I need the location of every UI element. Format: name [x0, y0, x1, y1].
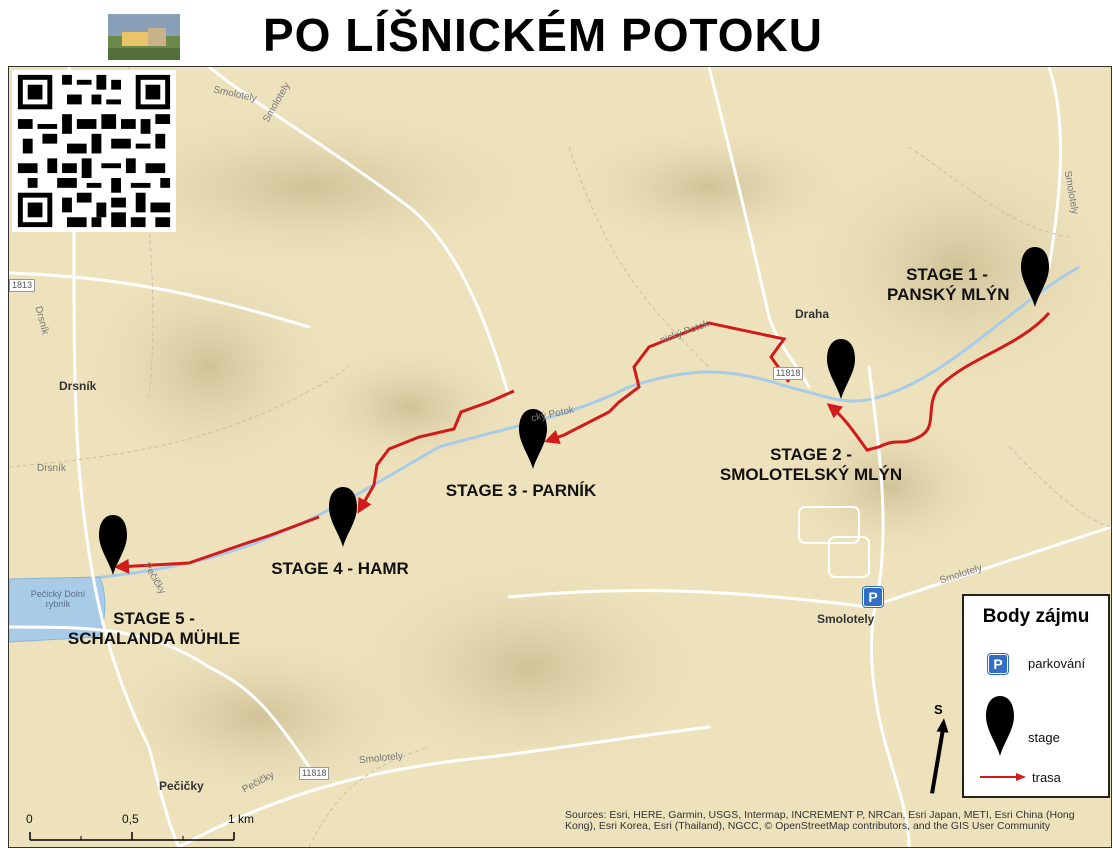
scale-tick-label: 1 km: [228, 812, 255, 826]
legend-title: Body zájmu: [982, 606, 1090, 627]
north-arrow: S: [928, 702, 952, 794]
map-canvas[interactable]: STAGE 1 -PANSKÝ MLÝN STAGE 2 -SMOLOTELSK…: [8, 66, 1112, 848]
north-arrow-label: S: [934, 702, 943, 717]
legend-route-label: trasa: [1032, 770, 1061, 785]
road-label: Drsník: [37, 463, 66, 474]
place-label-drsnik: Drsník: [59, 379, 97, 393]
road-number-shield: 11818: [773, 367, 804, 380]
place-label-draha: Draha: [795, 307, 830, 321]
legend-stage-label: stage: [1028, 730, 1060, 745]
stage-5-label: STAGE 5 -SCHALANDA MÜHLE: [67, 609, 241, 648]
stage-3-marker-icon[interactable]: [519, 409, 547, 469]
qr-code[interactable]: [12, 70, 176, 232]
legend-parking-label: parkování: [1028, 656, 1086, 671]
place-label-smolotely: Smolotely: [817, 612, 875, 626]
legend-stage-icon: [986, 696, 1014, 756]
header-photo-thumbnail: [108, 14, 180, 60]
stage-2-marker-icon[interactable]: [827, 339, 855, 399]
stage-4-label: STAGE 4 - HAMR: [271, 559, 409, 578]
stage-2-label: STAGE 2 -SMOLOTELSKÝ MLÝN: [719, 445, 903, 484]
legend-panel: Body zájmu P parkování stage trasa: [962, 594, 1110, 798]
pond-label: Pečický Dolní rybník: [30, 589, 86, 609]
scale-bar: 0 0,5 1 km: [24, 812, 284, 846]
road-number-shield: 1813: [9, 279, 36, 292]
page-title: PO LÍŠNICKÉM POTOKU: [263, 9, 823, 61]
legend-route-icon: [980, 773, 1026, 781]
stage-5-marker-icon[interactable]: [99, 515, 127, 575]
road-number-shield: 11818: [299, 767, 330, 780]
legend-parking-icon: P: [988, 654, 1008, 674]
map-attribution: Sources: Esri, HERE, Garmin, USGS, Inter…: [565, 809, 1075, 832]
title-bar: PO LÍŠNICKÉM POTOKU: [0, 2, 1113, 66]
stage-1-marker-icon[interactable]: [1021, 247, 1049, 307]
scale-tick-label: 0,5: [122, 812, 139, 826]
place-label-pecicky: Pečičky: [159, 779, 204, 793]
stage-3-label: STAGE 3 - PARNÍK: [445, 481, 597, 500]
parking-icon[interactable]: P: [863, 587, 883, 607]
scale-tick-label: 0: [26, 812, 33, 826]
stage-1-label: STAGE 1 -PANSKÝ MLÝN: [887, 265, 1010, 304]
stage-4-marker-icon[interactable]: [329, 487, 357, 547]
